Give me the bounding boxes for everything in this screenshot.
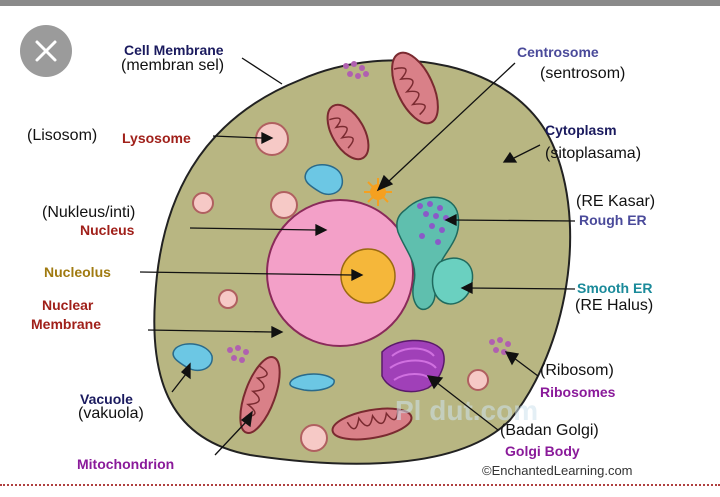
golgi-shape	[381, 339, 445, 393]
label-cytoplasm: Cytoplasm	[545, 122, 617, 138]
label-nuclear: Nuclear	[42, 297, 94, 313]
label-membran-sel: (membran sel)	[121, 57, 225, 74]
watermark: Pl dut.com	[395, 395, 538, 426]
ribosome-cluster	[489, 337, 511, 355]
smooth-er-shape	[431, 257, 474, 305]
rough-er-shape	[396, 196, 460, 311]
label-vacuole: Vacuole	[80, 391, 133, 407]
top-bar	[0, 0, 720, 6]
mitochondrion-shape	[326, 103, 370, 161]
bottom-border	[0, 484, 720, 497]
label-re-halus: (RE Halus)	[575, 297, 654, 314]
label-re-kasar: (RE Kasar)	[576, 193, 656, 210]
nucleolus-shape	[340, 248, 396, 304]
label-nukleus-inti: (Nukleus/inti)	[42, 204, 136, 221]
mitochondrion-shape	[391, 51, 439, 125]
label-nucleolus: Nucleolus	[44, 264, 111, 280]
label-mitochondrion: Mitochondrion	[77, 456, 175, 472]
label-lisosom: (Lisosom)	[27, 127, 98, 144]
nucleus-shape	[266, 199, 414, 347]
label-vakuola: (vakuola)	[78, 405, 144, 422]
close-button[interactable]	[20, 25, 72, 77]
vesicle-shape	[300, 424, 328, 452]
vesicle-shape	[467, 369, 489, 391]
label-cell-membrane: Cell Membrane	[124, 42, 224, 58]
label-membrane: Membrane	[31, 316, 102, 332]
label-smooth-er: Smooth ER	[577, 280, 653, 296]
label-rough-er: Rough ER	[579, 212, 647, 228]
label-lysosome: Lysosome	[122, 130, 191, 146]
credit-text: ©EnchantedLearning.com	[482, 463, 633, 478]
vacuole-shape	[289, 373, 335, 392]
vacuole-shape	[172, 343, 213, 372]
close-x-icon	[35, 40, 57, 62]
ribosome-cluster	[227, 345, 249, 363]
label-badan-golgi: (Badan Golgi)	[500, 422, 599, 439]
ribosome-cluster	[343, 61, 369, 79]
lysosome-shape	[255, 122, 289, 156]
vesicle-shape	[218, 289, 238, 309]
mitochondrion-shape	[331, 407, 413, 441]
label-nucleus: Nucleus	[80, 222, 135, 238]
label-golgi-body: Golgi Body	[505, 443, 580, 459]
label-sitoplasama: (sitoplasama)	[545, 145, 642, 162]
label-sentrosom: (sentrosom)	[540, 65, 626, 82]
vesicle-shape	[270, 191, 298, 219]
label-ribosomes: Ribosomes	[540, 384, 616, 400]
vesicle-shape	[192, 192, 214, 214]
label-ribosom: (Ribosom)	[540, 362, 614, 379]
label-centrosome: Centrosome	[517, 44, 599, 60]
vacuole-shape	[304, 163, 344, 196]
